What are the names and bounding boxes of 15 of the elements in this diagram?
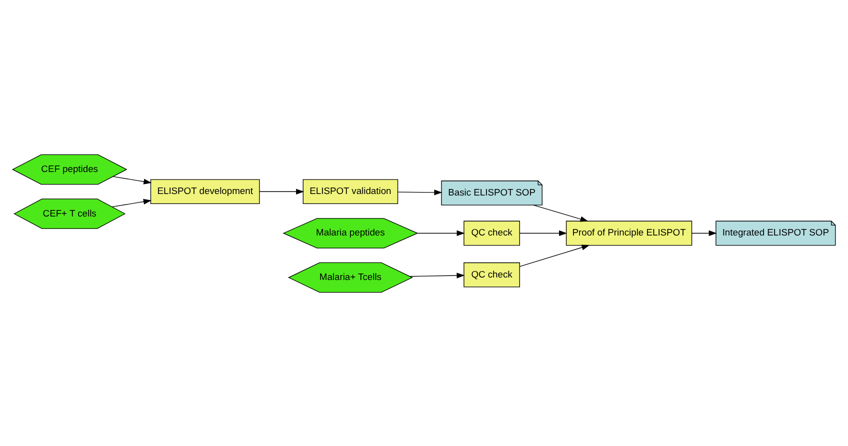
node-box: ELISPOT validation	[302, 178, 398, 204]
arrow	[259, 188, 304, 194]
arrow	[398, 189, 442, 195]
node-box: Proof of Principle ELISPOT	[566, 220, 692, 246]
arrow	[112, 198, 152, 207]
arrow	[520, 244, 590, 266]
node-box: ELISPOT development	[150, 178, 260, 204]
node-box: QC check	[464, 220, 520, 246]
arrow	[532, 204, 588, 222]
arrow	[692, 230, 717, 236]
arrow	[112, 176, 152, 184]
arrow	[410, 272, 465, 278]
arrow	[520, 230, 568, 236]
arrow	[417, 230, 465, 236]
node-box: QC check	[464, 262, 520, 287]
